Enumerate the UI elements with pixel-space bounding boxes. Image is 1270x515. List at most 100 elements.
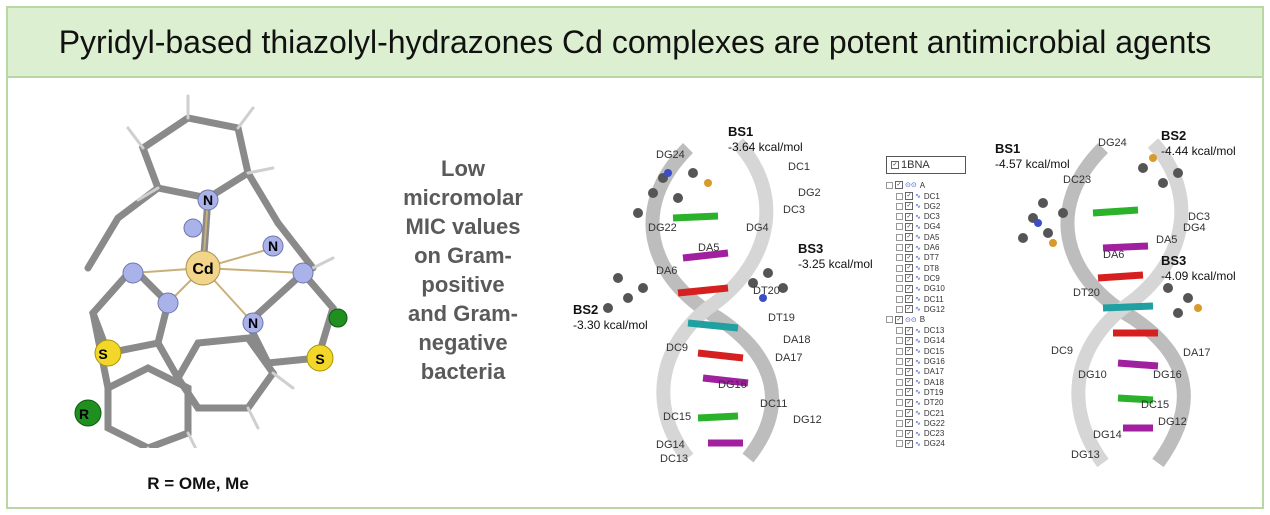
nucleotide-label: DG16 [1153, 369, 1182, 381]
nucleotide-label: DC3 [1188, 211, 1210, 223]
cd-atom [185, 250, 221, 286]
n-label-top: N [203, 192, 213, 208]
tree-node-label: DT8 [923, 263, 939, 273]
nucleotide-label: DC15 [663, 411, 691, 423]
tree-residue-node[interactable]: ✓∿DG22 [896, 418, 945, 428]
bs2-label: BS2 [573, 302, 598, 317]
sulfur-atom [94, 339, 122, 367]
tree-node-label: DG16 [923, 357, 945, 366]
mic-line: positive [421, 272, 505, 297]
nucleotide-label: DG24 [656, 149, 685, 161]
structure-root[interactable]: ✓1BNA [886, 156, 966, 174]
mic-line: MIC values [405, 214, 521, 239]
tree-residue-node[interactable]: ✓∿DC23 [896, 429, 944, 439]
tree-node-label: DC21 [923, 408, 945, 418]
r-substituent [74, 399, 102, 427]
nucleotide-label: DG12 [793, 414, 822, 426]
dna-docking-right: BS1 -4.57 kcal/mol BS2 -4.44 kcal/mol BS… [995, 128, 1236, 468]
tree-node-label: DT19 [923, 387, 944, 397]
nucleotide-label: DA17 [1183, 347, 1211, 359]
nucleotide-label: DA5 [1156, 234, 1177, 246]
nucleotide-label: DA18 [783, 334, 811, 346]
tree-residue-node[interactable]: ✓∿DC1 [896, 191, 940, 201]
tree-node-label: DC23 [923, 429, 945, 439]
nucleotide-label: DA6 [656, 265, 677, 277]
tree-residue-node[interactable]: ✓∿DG4 [896, 222, 940, 232]
tree-node-label: DC3 [923, 212, 940, 222]
tree-residue-node[interactable]: ✓∿DG24 [896, 439, 945, 449]
nucleotide-label: DG24 [1098, 137, 1127, 149]
tree-node-label: DG22 [923, 418, 945, 428]
nucleotide-label: DG13 [1071, 449, 1100, 461]
tree-residue-node[interactable]: ✓∿DG12 [896, 304, 945, 314]
s-label-left: S [98, 346, 107, 362]
bs2-energy: -3.30 kcal/mol [573, 318, 648, 332]
structure-tree-panel: ✓1BNA ✓⊙⊙A✓∿DC1✓∿DG2✓∿DC3✓∿DG4✓∿DA5✓∿DA6… [886, 156, 976, 448]
tree-residue-node[interactable]: ✓∿DC21 [896, 408, 944, 418]
nucleotide-label: DC11 [760, 398, 787, 410]
nucleotide-label: DC15 [1141, 399, 1169, 411]
tree-residue-node[interactable]: ✓∿DT20 [896, 398, 943, 408]
nucleotide-label: DC23 [1063, 174, 1091, 186]
tree-residue-node[interactable]: ✓∿DA17 [896, 367, 944, 377]
tree-residue-node[interactable]: ✓∿DG16 [896, 357, 945, 367]
tree-node-label: DT20 [923, 398, 944, 408]
bs3-label: BS3 [798, 241, 823, 256]
tree-residue-node[interactable]: ✓∿DC3 [896, 212, 940, 222]
nucleotide-label: DG10 [1078, 369, 1107, 381]
r-label: R [79, 406, 89, 422]
bs3-energy: -4.09 kcal/mol [1161, 269, 1236, 283]
nucleotide-label: DC9 [1051, 345, 1073, 357]
tree-node-label: DG4 [923, 222, 941, 232]
structure-root-label: 1BNA [901, 159, 930, 171]
tree-residue-node[interactable]: ✓∿DA18 [896, 377, 944, 387]
nucleotide-label: DG2 [798, 187, 821, 199]
tree-node-label: DT7 [923, 253, 939, 263]
tree-residue-node[interactable]: ✓∿DT8 [896, 263, 939, 273]
tree-residue-node[interactable]: ✓∿DT19 [896, 387, 943, 397]
tree-residue-node[interactable]: ✓∿DC13 [896, 326, 944, 336]
title: Pyridyl-based thiazolyl-hydrazones Cd co… [58, 23, 1212, 60]
mic-line: Low [441, 156, 485, 181]
tree-residue-node[interactable]: ✓∿DG10 [896, 284, 945, 294]
nucleotide-label: DG4 [746, 222, 769, 234]
mic-line: on Gram- [414, 243, 512, 268]
tree-residue-node[interactable]: ✓∿DC15 [896, 346, 944, 356]
nucleotide-label: DG4 [1183, 222, 1206, 234]
cd-label: Cd [192, 261, 213, 278]
title-banner: Pyridyl-based thiazolyl-hydrazones Cd co… [8, 8, 1262, 78]
bs2-energy: -4.44 kcal/mol [1161, 144, 1236, 158]
bs3-label: BS3 [1161, 253, 1186, 268]
nucleotide-label: DG16 [718, 379, 747, 391]
tree-chain-node[interactable]: ✓⊙⊙B [886, 315, 925, 325]
nucleotide-label: DT20 [1073, 287, 1100, 299]
graphical-abstract: Pyridyl-based thiazolyl-hydrazones Cd co… [6, 6, 1264, 509]
tree-residue-node[interactable]: ✓∿DC9 [896, 273, 940, 283]
nucleotide-label: DT19 [768, 312, 795, 324]
mic-line: bacteria [420, 359, 506, 384]
nucleotide-label: DG12 [1158, 416, 1187, 428]
nucleotide-label: DG14 [1093, 429, 1122, 441]
nucleotide-label: DA6 [1103, 249, 1124, 261]
nucleotide-label: DC1 [788, 161, 810, 173]
tree-node-label: DA6 [923, 243, 940, 252]
tree-residue-node[interactable]: ✓∿DG14 [896, 336, 945, 346]
bs2-label: BS2 [1161, 128, 1186, 143]
tree-residue-node[interactable]: ✓∿DT7 [896, 253, 939, 263]
tree-node-label: DG24 [923, 439, 945, 449]
mic-statement: Low micromolar MIC values on Gram- posit… [393, 154, 533, 386]
tree-node-label: B [919, 315, 926, 325]
nucleotide-label: DC3 [783, 204, 805, 216]
tree-residue-node[interactable]: ✓∿DC11 [896, 294, 944, 304]
tree-node-label: DA5 [923, 232, 940, 242]
tree-residue-node[interactable]: ✓∿DA6 [896, 243, 939, 253]
tree-node-label: A [919, 180, 926, 190]
tree-node-label: DA17 [923, 367, 944, 377]
tree-chain-node[interactable]: ✓⊙⊙A [886, 180, 925, 190]
mic-line: and Gram- [407, 301, 519, 326]
tree-residue-node[interactable]: ✓∿DA5 [896, 232, 939, 242]
bs1-energy: -4.57 kcal/mol [995, 157, 1070, 171]
nucleotide-label: DC13 [660, 453, 688, 465]
bs1-label: BS1 [995, 141, 1020, 156]
tree-residue-node[interactable]: ✓∿DG2 [896, 201, 940, 211]
